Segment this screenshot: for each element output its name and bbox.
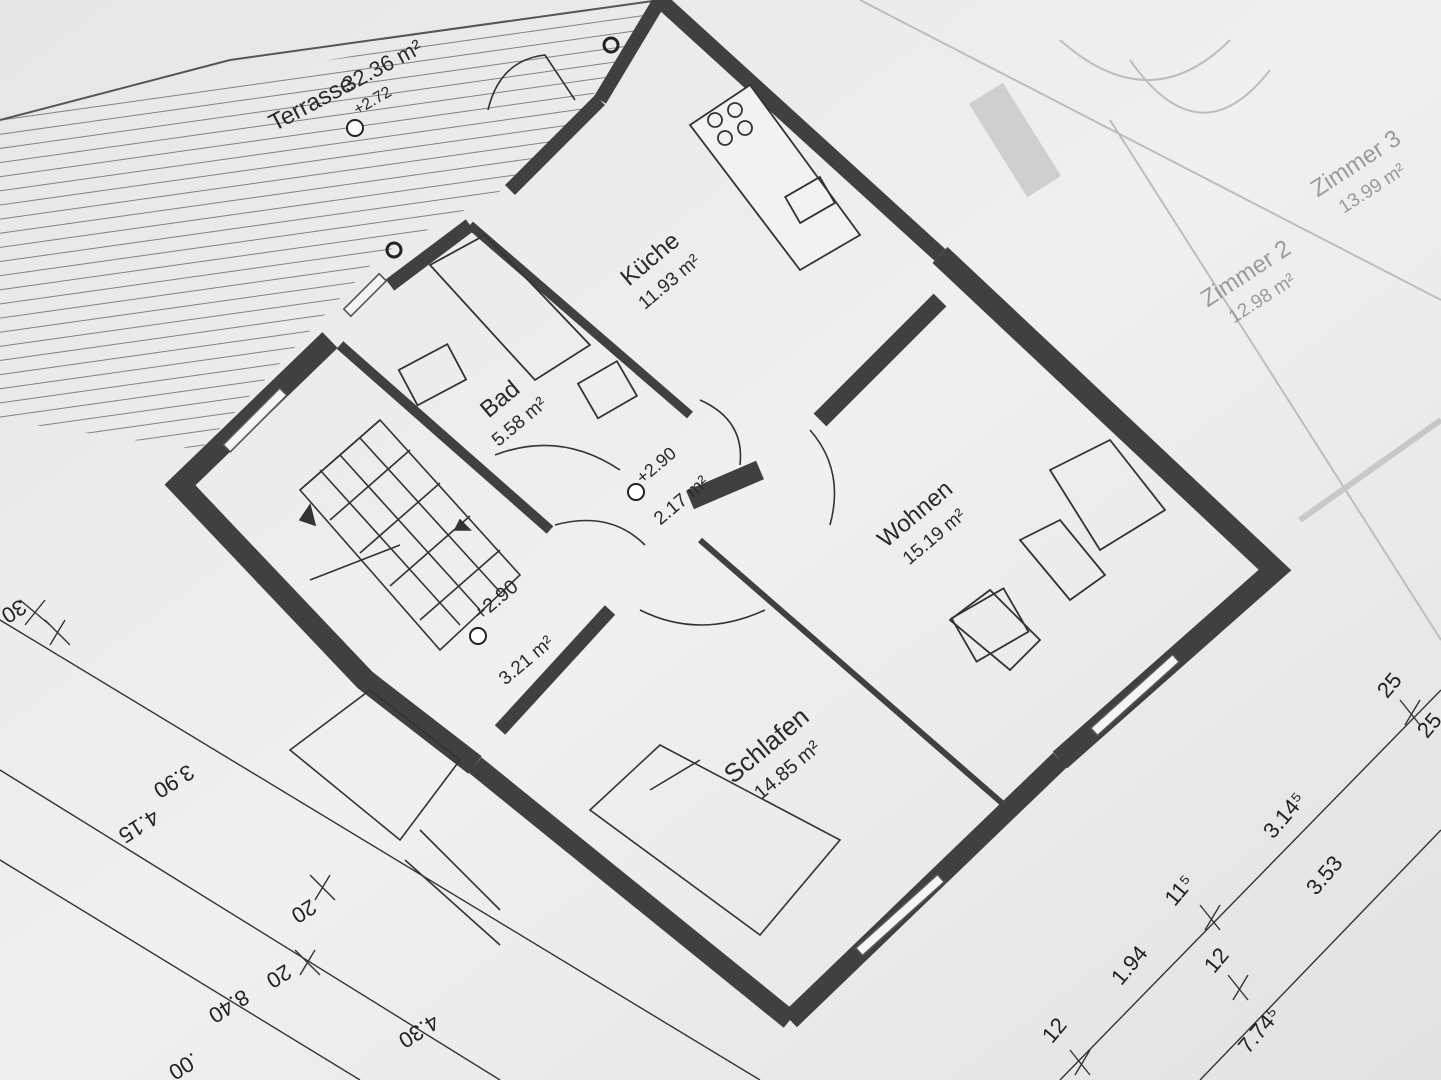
staircase: [298, 418, 522, 652]
level-markers: [346, 36, 645, 645]
bedroom-furniture: [588, 744, 842, 937]
living-furniture: [948, 438, 1167, 672]
dimension-lines-left: [0, 599, 761, 1080]
terrace-deck: [0, 0, 661, 450]
door-swings: [487, 54, 836, 626]
dimension-lines-right: [1059, 689, 1441, 1080]
neighbour-unit: [859, 0, 1441, 641]
bath-fixtures: [397, 233, 639, 420]
windows: [222, 272, 1181, 957]
kitchen-fixtures: [688, 83, 862, 272]
